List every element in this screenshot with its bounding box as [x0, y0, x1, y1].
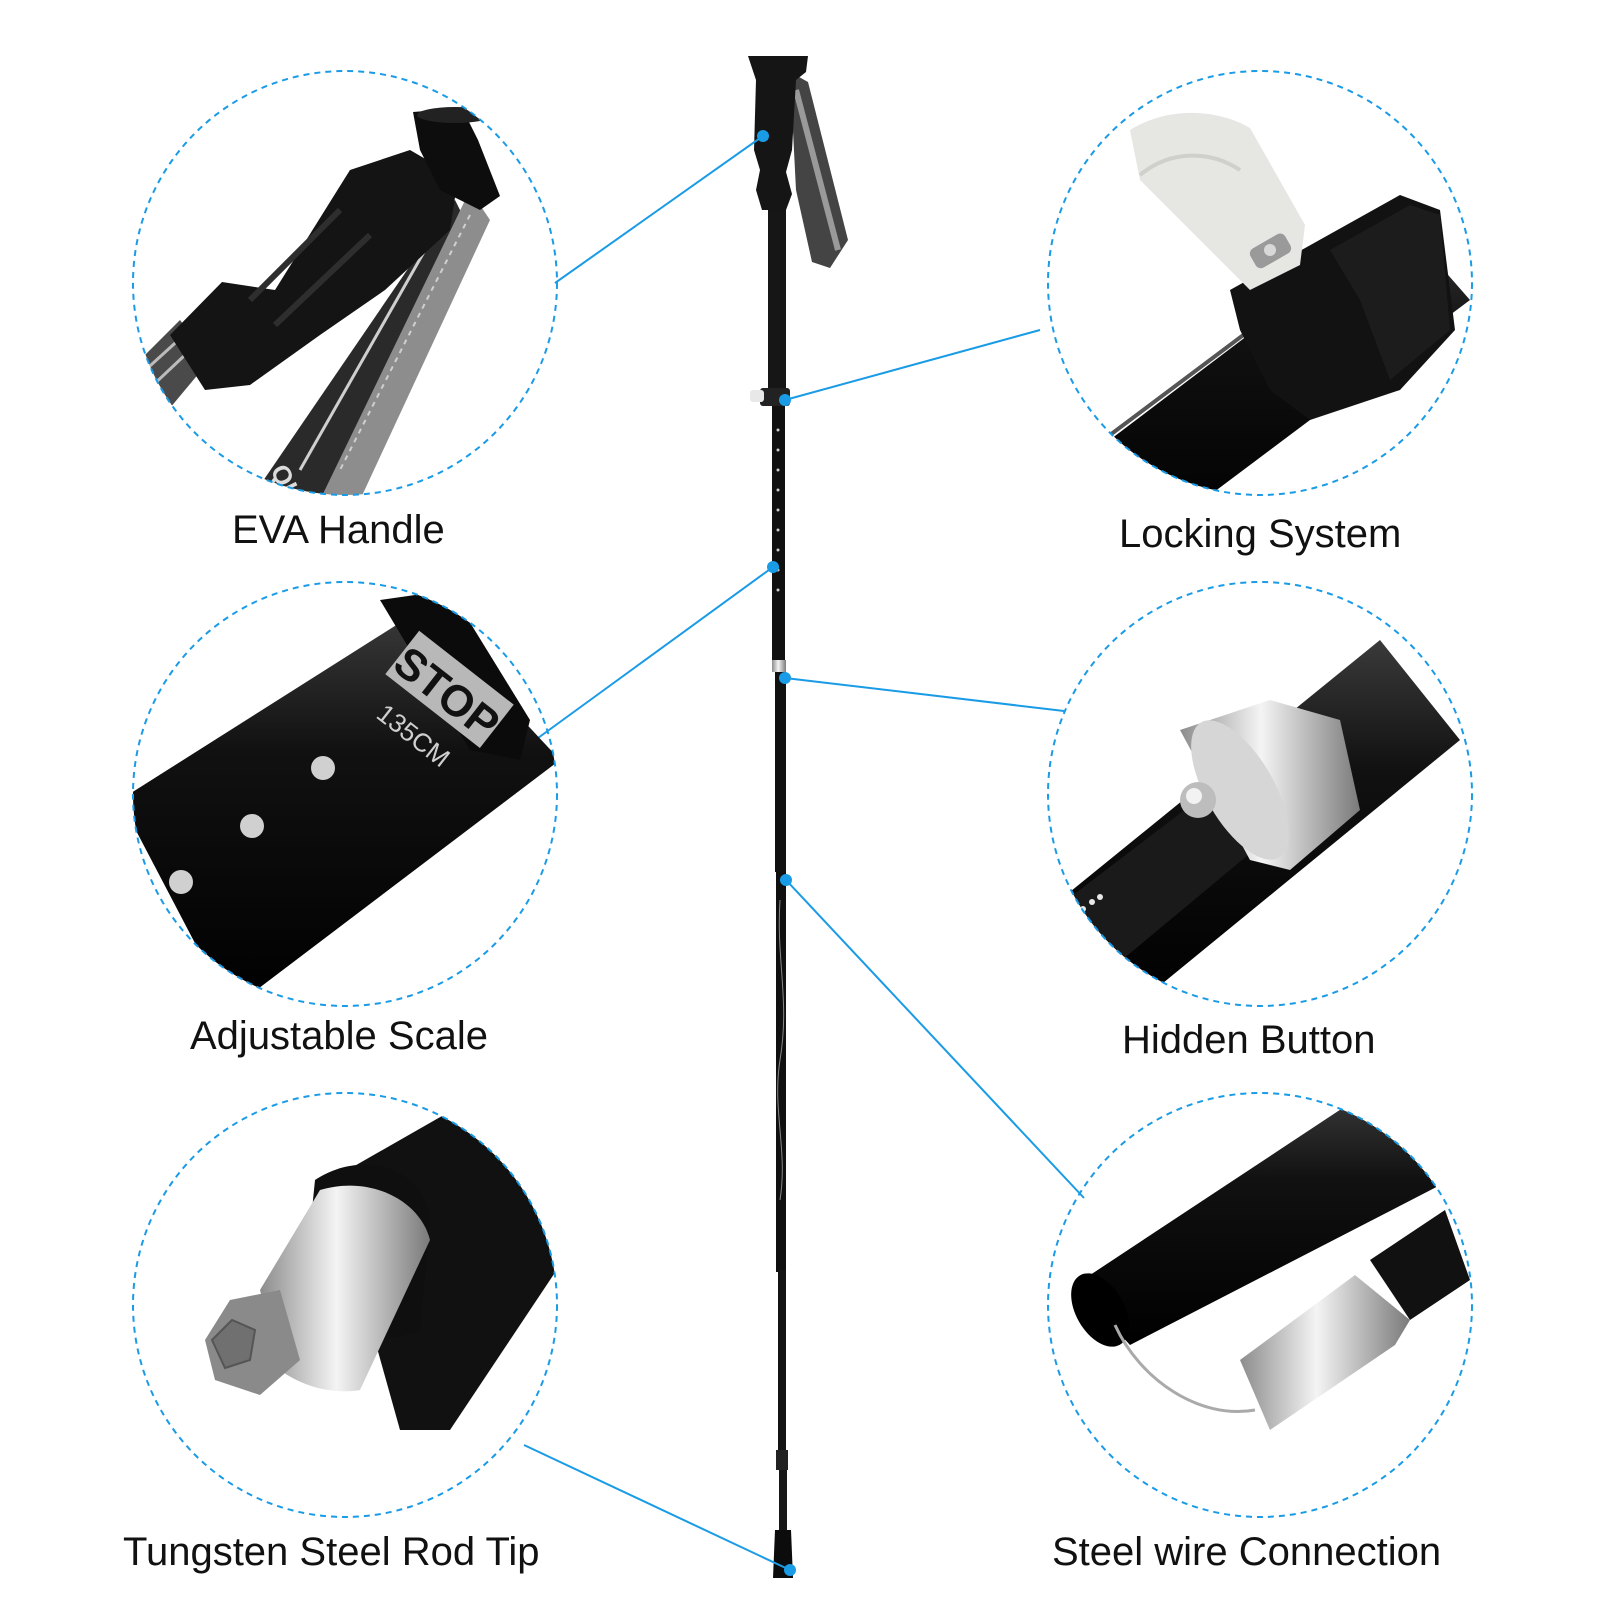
metal-ferrule — [1240, 1275, 1410, 1430]
detail-circle-hidden-button — [1047, 581, 1473, 1007]
connector-locking-system — [784, 329, 1041, 401]
connector-eva-handle — [554, 135, 764, 284]
steel-wire — [1113, 1324, 1256, 1413]
detail-circle-eva-handle: QIA — [132, 70, 558, 496]
pole-metal-collar — [772, 660, 786, 672]
connector-dots — [757, 130, 796, 1576]
detail-circle-locking-system — [1047, 70, 1473, 496]
caption-locking-system: Locking System — [1119, 512, 1402, 556]
caption-adjustable-scale: Adjustable Scale — [190, 1014, 488, 1058]
detail-circle-adjustable-scale: STOP 135CM — [132, 581, 558, 1007]
caption-hidden-button: Hidden Button — [1122, 1018, 1376, 1062]
lock-lever — [1130, 112, 1305, 290]
connector-adjustable-scale — [537, 566, 774, 739]
connector-steel-wire — [785, 879, 1085, 1199]
trekking-pole — [748, 56, 848, 1578]
connector-tungsten-tip — [523, 1444, 791, 1571]
connector-hidden-button — [784, 677, 1065, 712]
caption-eva-handle: EVA Handle — [232, 508, 445, 552]
detail-circle-tungsten-tip — [132, 1092, 558, 1518]
caption-tungsten-tip: Tungsten Steel Rod Tip — [123, 1530, 540, 1574]
metal-cone — [260, 1185, 430, 1392]
connector-lines — [523, 135, 1085, 1571]
detail-circle-steel-wire — [1047, 1092, 1473, 1518]
pole-grip — [748, 56, 808, 210]
caption-steel-wire: Steel wire Connection — [1052, 1530, 1442, 1574]
